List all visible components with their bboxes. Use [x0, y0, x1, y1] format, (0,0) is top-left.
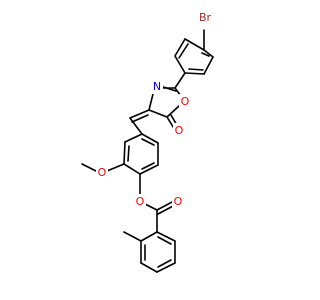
- bond: [144, 203, 158, 211]
- bond: [148, 109, 168, 118]
- bond: [140, 231, 158, 242]
- ester-oxygen-label: O: [136, 195, 145, 208]
- bromine-atom-label: Br: [199, 11, 212, 24]
- atom-label-bg: [172, 194, 184, 209]
- bond: [106, 163, 125, 172]
- bond: [156, 231, 176, 242]
- methoxy-oxygen-label: O: [98, 166, 107, 179]
- bond: [184, 38, 205, 51]
- oxazolone-nitrogen-label: N: [153, 80, 161, 93]
- atom-label-bg: [194, 9, 216, 25]
- bond: [123, 141, 126, 165]
- bond: [141, 133, 159, 144]
- bond: [201, 52, 210, 57]
- bond: [203, 56, 214, 75]
- atom-label-bg: [96, 165, 108, 180]
- bond: [139, 164, 159, 175]
- atom-label-bg: [134, 194, 146, 209]
- atom-label-bg: [179, 94, 191, 109]
- bond: [203, 49, 214, 58]
- bond: [188, 68, 204, 71]
- bond: [141, 162, 155, 170]
- bond: [156, 262, 176, 273]
- bond: [129, 109, 150, 119]
- bond: [157, 236, 172, 245]
- bond: [174, 55, 186, 74]
- bond: [127, 145, 130, 162]
- bond: [148, 93, 154, 111]
- bond: [140, 262, 158, 273]
- oxazolone-ring-oxygen-label: O: [181, 95, 190, 108]
- bond: [81, 163, 97, 172]
- bond: [124, 133, 143, 143]
- ester-carbonyl-oxygen-label: O: [174, 195, 183, 208]
- atom-label-layer: Br N O O O O O: [96, 9, 216, 209]
- bond: [123, 163, 141, 175]
- atom-label-bg: [151, 79, 163, 94]
- bond: [166, 105, 180, 118]
- bond: [156, 200, 175, 211]
- bond: [174, 38, 186, 57]
- oxazolone-carbonyl-oxygen-label: O: [175, 124, 184, 137]
- bond: [157, 259, 172, 268]
- bond: [178, 43, 189, 59]
- bond: [131, 114, 149, 123]
- bond-layer: [81, 29, 214, 273]
- bond: [123, 231, 142, 242]
- atom-label-bg: [173, 123, 185, 138]
- molecule-structure: Br N O O O O O: [81, 9, 216, 273]
- bond: [184, 72, 205, 75]
- bond: [174, 72, 186, 89]
- bond: [141, 138, 155, 146]
- bond: [129, 117, 143, 135]
